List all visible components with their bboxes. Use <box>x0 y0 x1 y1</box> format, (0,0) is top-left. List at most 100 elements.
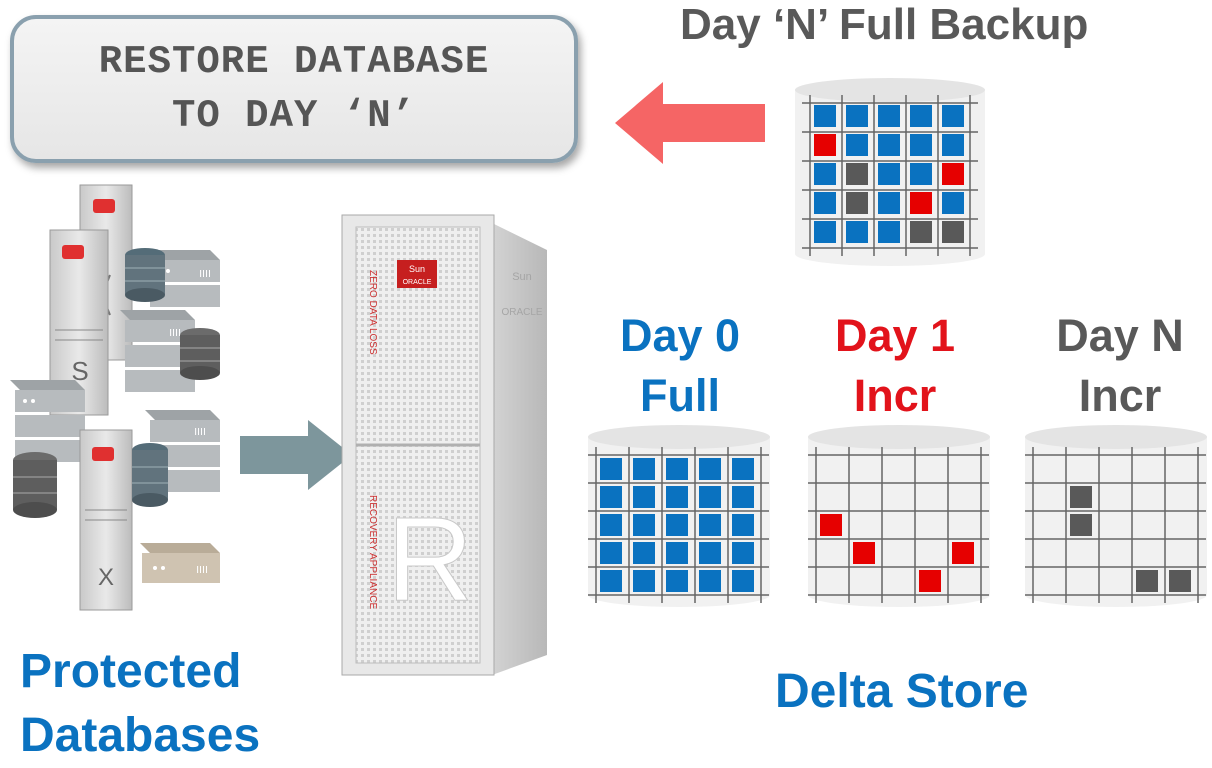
backup-block <box>814 221 836 243</box>
dayn-block <box>1136 570 1158 592</box>
backup-block <box>942 221 964 243</box>
day0-block <box>600 486 622 508</box>
svg-text:IIII: IIII <box>199 269 211 280</box>
db-cylinder-right <box>132 443 168 507</box>
day0-block <box>699 486 721 508</box>
day0-block <box>633 570 655 592</box>
restore-command-line-1: RESTORE DATABASE <box>98 40 490 84</box>
day1-block <box>820 514 842 536</box>
protected-label-line1: Protected <box>20 645 242 698</box>
day0-block <box>666 570 688 592</box>
cylinder-top <box>795 78 985 102</box>
backup-block <box>942 134 964 156</box>
backup-block <box>910 105 932 127</box>
svg-text:IIII: IIII <box>169 328 181 339</box>
day1-label: Day 1 Incr <box>815 306 975 426</box>
backup-block <box>910 192 932 214</box>
backup-block <box>846 163 868 185</box>
backup-block <box>942 192 964 214</box>
badge-oracle-text: ORACLE <box>403 279 432 286</box>
day0-full-cylinder <box>588 425 770 607</box>
rack-side-oracle: ORACLE <box>501 307 542 318</box>
day0-block <box>732 542 754 564</box>
dayn-block <box>1070 514 1092 536</box>
db-cylinder-middle <box>180 328 220 380</box>
restore-command-box: RESTORE DATABASE TO DAY ‘N’ <box>10 15 578 163</box>
appliance-letter-r: R <box>387 492 474 626</box>
day0-block <box>699 542 721 564</box>
restore-arrow <box>615 82 765 164</box>
day0-block <box>600 458 622 480</box>
day1-label-line1: Day 1 <box>834 310 956 361</box>
backup-block <box>846 221 868 243</box>
protected-label-line2: Databases <box>20 709 261 762</box>
day0-block <box>600 570 622 592</box>
day0-block <box>699 514 721 536</box>
backup-block <box>910 163 932 185</box>
dayn-block <box>1169 570 1191 592</box>
day0-block <box>666 514 688 536</box>
backup-block <box>814 105 836 127</box>
dayn-label-line2: Incr <box>1078 370 1162 421</box>
full-backup-cylinder <box>795 78 985 266</box>
backup-block <box>942 163 964 185</box>
day0-block <box>633 542 655 564</box>
backup-block <box>814 163 836 185</box>
day1-block <box>952 542 974 564</box>
restore-command-line-2: TO DAY ‘N’ <box>171 94 417 138</box>
side-text-bottom: RECOVERY APPLIANCE <box>367 495 378 609</box>
backup-block <box>942 105 964 127</box>
cylinder-body <box>1025 437 1207 607</box>
backup-block <box>814 192 836 214</box>
backup-block <box>846 192 868 214</box>
oracle-badge <box>397 260 437 288</box>
day0-block <box>732 570 754 592</box>
day1-block <box>919 570 941 592</box>
db-cylinder-top <box>125 248 165 302</box>
day0-block <box>699 570 721 592</box>
db-cylinder-left <box>13 452 57 518</box>
protected-databases-label: Protected Databases <box>20 640 260 768</box>
backup-block <box>878 134 900 156</box>
server-tower-x: X <box>79 429 133 611</box>
dayn-label: Day N Incr <box>1040 306 1200 426</box>
backup-block <box>910 221 932 243</box>
full-backup-title: Day ‘N’ Full Backup <box>680 0 1089 49</box>
day0-block <box>732 514 754 536</box>
backup-flow-arrow <box>240 420 352 490</box>
dayn-label-line1: Day N <box>1056 310 1184 361</box>
svg-text:IIII: IIII <box>196 565 208 576</box>
backup-block <box>846 105 868 127</box>
backup-block <box>910 134 932 156</box>
day0-block <box>633 514 655 536</box>
day0-block <box>732 458 754 480</box>
cylinder-top <box>808 425 990 449</box>
day0-block <box>600 514 622 536</box>
day0-label-line1: Day 0 <box>619 310 741 361</box>
backup-block <box>814 134 836 156</box>
side-text-top: ZERO DATA LOSS <box>367 270 378 355</box>
backup-block <box>846 134 868 156</box>
day1-incr-cylinder <box>808 425 990 607</box>
day0-label-line2: Full <box>640 370 720 421</box>
rack-side-sun: Sun <box>512 271 532 283</box>
day0-label: Day 0 Full <box>600 306 760 426</box>
backup-block <box>878 192 900 214</box>
recovery-appliance-rack: Sun ORACLE ZERO DATA LOSS RECOVERY APPLI… <box>341 214 547 676</box>
day0-block <box>666 458 688 480</box>
backup-block <box>878 221 900 243</box>
cylinder-top <box>1025 425 1207 449</box>
cylinder-body <box>808 437 990 607</box>
dayn-block <box>1070 486 1092 508</box>
storage-box-tan: IIII <box>140 543 220 583</box>
day0-block <box>633 486 655 508</box>
day0-block <box>600 542 622 564</box>
backup-block <box>878 105 900 127</box>
badge-sun-text: Sun <box>409 264 425 274</box>
svg-text:IIII: IIII <box>194 427 206 438</box>
day0-block <box>633 458 655 480</box>
day0-block <box>699 458 721 480</box>
day0-block <box>732 486 754 508</box>
protected-databases-cluster: S IIII IIII <box>10 184 220 611</box>
day1-label-line2: Incr <box>853 370 937 421</box>
